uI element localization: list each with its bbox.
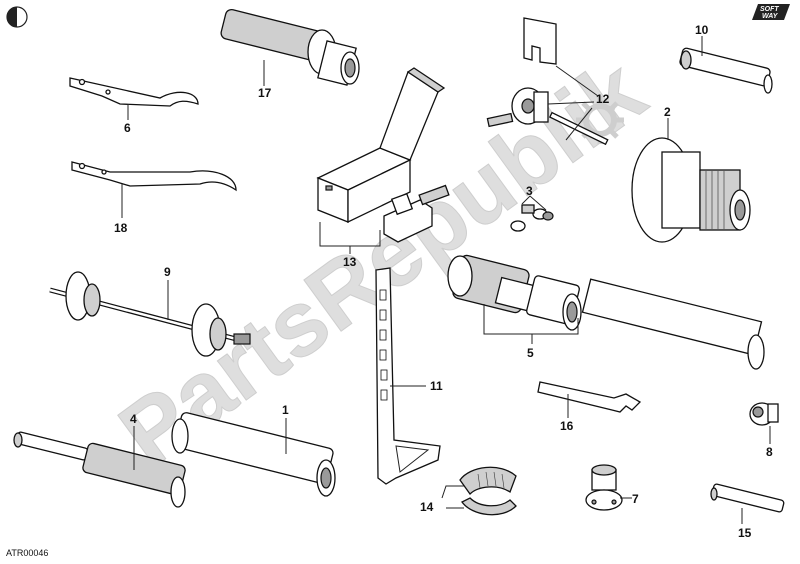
brand-line-2: WAY — [762, 13, 779, 20]
callout-10: 10 — [695, 23, 709, 37]
part-8-nut — [749, 402, 779, 426]
part-11-bracket — [375, 267, 441, 485]
leader-12c — [565, 107, 593, 141]
callout-16: 16 — [560, 419, 574, 433]
callout-15: 15 — [738, 526, 752, 540]
half-circle-icon — [6, 6, 28, 28]
part-15-pin — [710, 483, 785, 513]
callout-11: 11 — [430, 379, 443, 393]
part-10-pin — [679, 47, 773, 94]
leader-12a — [555, 65, 599, 97]
callout-2: 2 — [664, 105, 671, 119]
part-18-hook-spanner — [71, 161, 237, 192]
callout-8: 8 — [766, 445, 773, 459]
leader-12b — [547, 101, 595, 105]
callout-9: 9 — [164, 265, 171, 279]
softway-logo-icon: SOFT WAY — [752, 4, 790, 20]
callout-13: 13 — [343, 255, 357, 269]
part-2-flanged-tool — [631, 137, 751, 243]
leader-14a — [441, 485, 464, 499]
callout-6: 6 — [124, 121, 131, 135]
part-7-fixture — [585, 464, 623, 511]
part-12-assembly — [486, 17, 609, 146]
part-9-shaft — [49, 271, 251, 357]
leader-3 — [521, 195, 547, 211]
part-13-tool-box — [316, 67, 446, 224]
leader-5 — [483, 304, 579, 335]
callout-14: 14 — [420, 500, 434, 514]
part-17-sleeve — [220, 8, 360, 86]
callout-18: 18 — [114, 221, 128, 235]
callout-7: 7 — [632, 492, 639, 506]
part-14-sleeves — [459, 466, 517, 516]
callout-17: 17 — [258, 86, 272, 100]
callout-3: 3 — [526, 184, 533, 198]
part-3-rings — [510, 204, 554, 232]
callout-1: 1 — [282, 403, 289, 417]
part-5-stepped-tube — [447, 254, 765, 370]
part-6-hook-spanner — [69, 77, 199, 107]
part-13-fixture — [383, 184, 450, 243]
callout-4: 4 — [130, 412, 137, 426]
part-16-flat-wrench — [537, 381, 642, 413]
brand-line-1: SOFT — [760, 6, 779, 13]
part-1-tube — [171, 412, 336, 497]
drawing-code: ATR00046 — [6, 548, 48, 558]
callout-12: 12 — [596, 92, 610, 106]
callout-5: 5 — [527, 346, 534, 360]
